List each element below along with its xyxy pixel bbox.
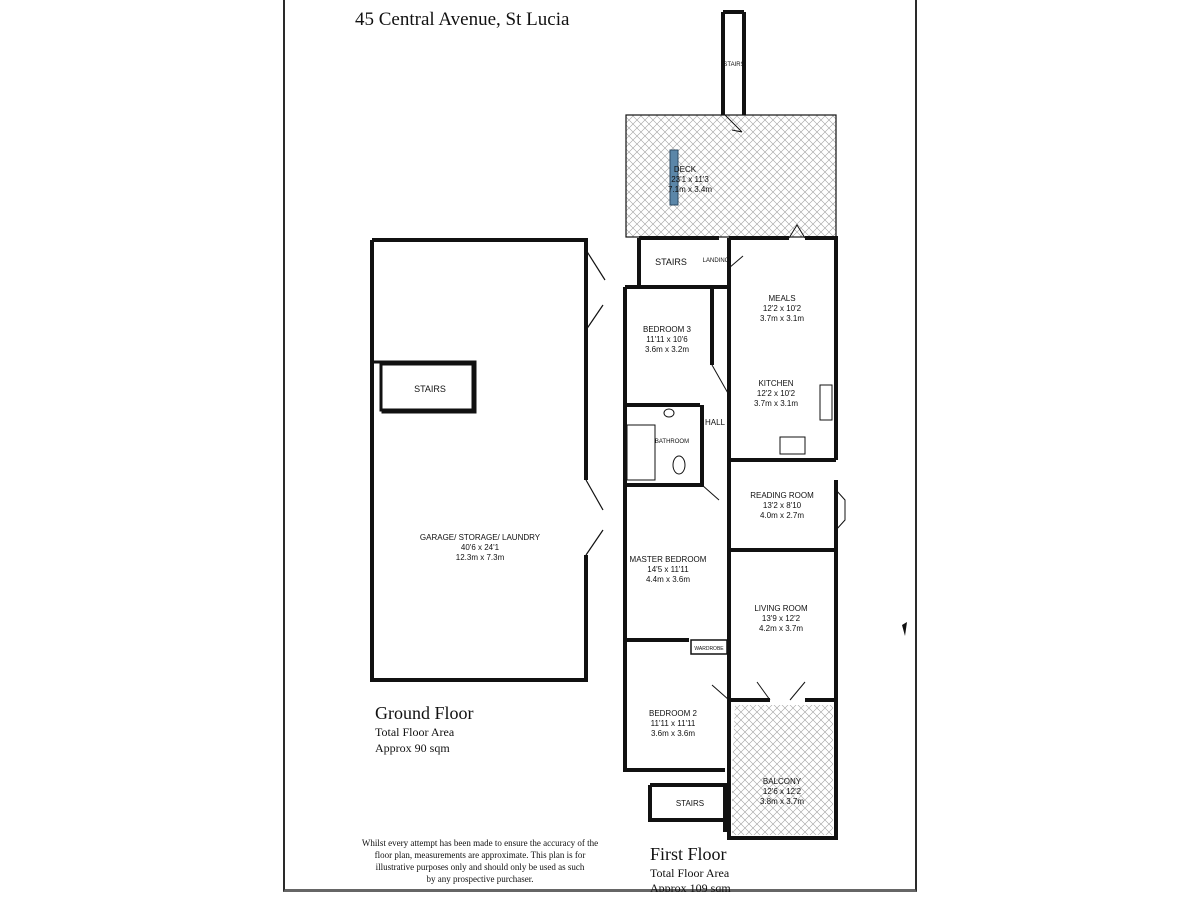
reading-room-name: READING ROOM	[750, 491, 814, 500]
bathtub	[626, 424, 656, 481]
deck-imperial: 23'1 x 11'3	[671, 175, 709, 184]
disclaimer-line3: illustrative purposes only and should on…	[376, 862, 585, 872]
meals-metric: 3.7m x 3.1m	[760, 314, 804, 323]
garage-imperial: 40'6 x 24'1	[461, 543, 500, 552]
first-floor-door-swings	[701, 224, 846, 701]
toilet	[672, 455, 686, 475]
reading-room-metric: 4.0m x 2.7m	[760, 511, 804, 520]
ground-floor-area-label: Total Floor Area	[375, 725, 455, 739]
balcony-name: BALCONY	[763, 777, 802, 786]
first-stairs-label: STAIRS	[655, 257, 687, 267]
deck-metric: 7.1m x 3.4m	[668, 185, 712, 194]
top-stairs-label: STAIRS	[723, 62, 744, 68]
garage-name: GARAGE/ STORAGE/ LAUNDRY	[420, 533, 541, 542]
first-floor-title: First Floor	[650, 844, 727, 864]
ground-stairs-box	[379, 362, 475, 412]
bedroom2-imperial: 11'11 x 11'11	[651, 719, 696, 728]
bathroom-label: BATHROOM	[655, 439, 689, 445]
bedroom3-name: BEDROOM 3	[643, 325, 692, 334]
top-stairs: STAIRS	[721, 10, 746, 115]
floor-plan-svg: 45 Central Avenue, St Lucia STAIRS GARAG…	[355, 9, 907, 892]
meals-imperial: 12'2 x 10'2	[763, 304, 802, 313]
master-bedroom-metric: 4.4m x 3.6m	[646, 575, 690, 584]
stove	[779, 436, 806, 455]
disclaimer-line1: Whilst every attempt has been made to en…	[362, 838, 598, 848]
first-floor-area-value: Approx 109 sqm	[650, 881, 731, 892]
balcony-imperial: 12'6 x 12'2	[763, 787, 802, 796]
address-title: 45 Central Avenue, St Lucia	[355, 9, 570, 30]
edge-mark	[902, 622, 907, 636]
living-room-imperial: 13'9 x 12'2	[762, 614, 801, 623]
bedroom2-name: BEDROOM 2	[649, 709, 698, 718]
balcony-area	[732, 705, 833, 835]
deck-name: DECK	[674, 165, 697, 174]
meals-name: MEALS	[768, 294, 795, 303]
ground-floor-title: Ground Floor	[375, 703, 474, 723]
landing-label: LANDING	[703, 258, 730, 264]
ground-floor-plan	[370, 238, 606, 682]
sink	[819, 384, 833, 421]
wardrobe-box	[690, 639, 728, 655]
living-room-metric: 4.2m x 3.7m	[759, 624, 803, 633]
hall-label: HALL	[705, 418, 726, 427]
disclaimer-line2: floor plan, measurements are approximate…	[375, 850, 586, 860]
balcony-metric: 3.8m x 3.7m	[760, 797, 804, 806]
kitchen-metric: 3.7m x 3.1m	[754, 399, 798, 408]
disclaimer-line4: by any prospective purchaser.	[427, 874, 534, 884]
wardrobe-label: WARDROBE	[694, 646, 724, 652]
first-floor-area-label: Total Floor Area	[650, 866, 730, 880]
kitchen-imperial: 12'2 x 10'2	[757, 389, 796, 398]
ground-floor-area-value: Approx 90 sqm	[375, 741, 450, 755]
bottom-stairs-label: STAIRS	[676, 799, 704, 808]
master-bedroom-name: MASTER BEDROOM	[630, 555, 707, 564]
reading-room-imperial: 13'2 x 8'10	[763, 501, 802, 510]
living-room-name: LIVING ROOM	[754, 604, 808, 613]
garage-metric: 12.3m x 7.3m	[456, 553, 505, 562]
deck-marker	[669, 149, 679, 206]
basin	[663, 408, 675, 418]
deck-door-swing	[724, 114, 743, 133]
kitchen-name: KITCHEN	[758, 379, 793, 388]
bedroom2-metric: 3.6m x 3.6m	[651, 729, 695, 738]
floor-plan-document: 45 Central Avenue, St Lucia STAIRS GARAG…	[283, 0, 917, 892]
ground-stairs-label: STAIRS	[414, 384, 446, 394]
deck-area	[625, 114, 837, 238]
bedroom3-metric: 3.6m x 3.2m	[645, 345, 689, 354]
bedroom3-imperial: 11'11 x 10'6	[646, 335, 688, 344]
master-bedroom-imperial: 14'5 x 11'11	[647, 565, 689, 574]
